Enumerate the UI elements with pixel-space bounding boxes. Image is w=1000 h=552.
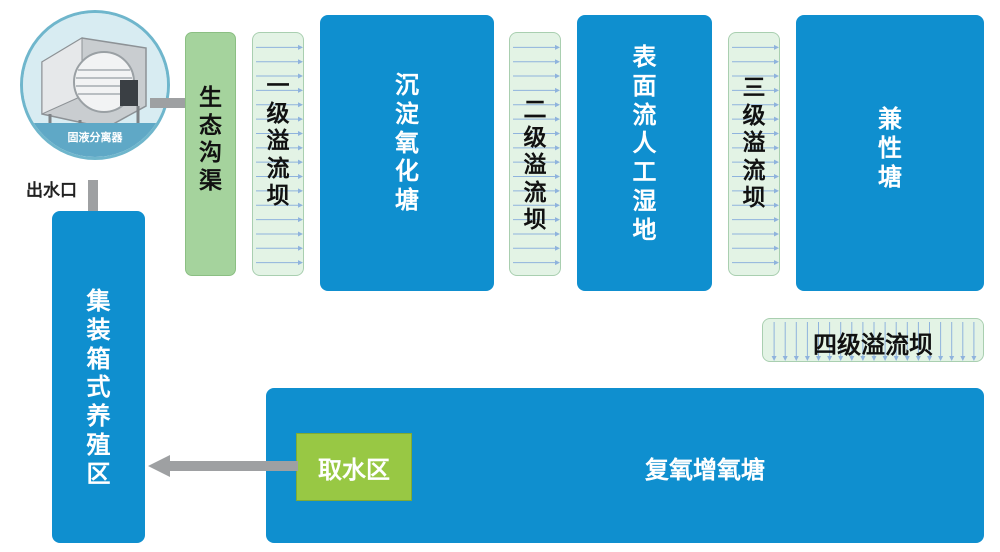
sedimentation-oxidation-pond-label: 沉淀氧化塘 xyxy=(395,71,419,215)
flow-arrow-left-icon xyxy=(148,455,298,477)
dam-4-flow-lines xyxy=(771,322,977,361)
separator-to-ditch-pipe xyxy=(150,98,188,108)
overflow-dam-2: 二级溢流坝 xyxy=(509,32,561,276)
overflow-dam-4: 四级溢流坝 xyxy=(762,318,984,362)
container-aquaculture-area-label: 集装箱式养殖区 xyxy=(86,287,111,488)
dam-3-flow-lines xyxy=(732,44,779,266)
separator-label: 固液分离器 xyxy=(67,131,123,144)
reoxygenation-pond: 复氧增氧塘 xyxy=(266,388,984,543)
sedimentation-oxidation-pond: 沉淀氧化塘 xyxy=(320,15,494,291)
facultative-pond-label: 兼性塘 xyxy=(878,105,902,191)
separator-label-bar xyxy=(23,123,167,157)
container-aquaculture-area: 集装箱式养殖区 xyxy=(52,211,145,543)
water-intake-area: 取水区 xyxy=(296,433,412,501)
dam-1-flow-lines xyxy=(256,44,303,266)
outlet-label: 出水口 xyxy=(26,181,77,201)
overflow-dam-3-label: 三级溢流坝 xyxy=(742,75,766,212)
solid-liquid-separator: 固液分离器 xyxy=(20,10,170,160)
overflow-dam-2-label: 二级溢流坝 xyxy=(523,97,547,234)
overflow-dam-3: 三级溢流坝 xyxy=(728,32,780,276)
surface-flow-wetland-label: 表面流人工湿地 xyxy=(632,43,657,244)
outlet-pipe xyxy=(88,180,98,220)
overflow-dam-4-label: 四级溢流坝 xyxy=(813,331,933,359)
facultative-pond: 兼性塘 xyxy=(796,15,984,291)
surface-flow-wetland: 表面流人工湿地 xyxy=(577,15,712,291)
dam-2-flow-lines xyxy=(513,44,560,266)
ecological-ditch-label: 生态沟渠 xyxy=(199,85,222,194)
separator-machine-icon xyxy=(23,13,167,157)
reoxygenation-pond-label: 复氧增氧塘 xyxy=(645,456,765,484)
ecological-ditch: 生态沟渠 xyxy=(185,32,236,276)
overflow-dam-1-label: 一级溢流坝 xyxy=(266,73,290,210)
overflow-dam-1: 一级溢流坝 xyxy=(252,32,304,276)
